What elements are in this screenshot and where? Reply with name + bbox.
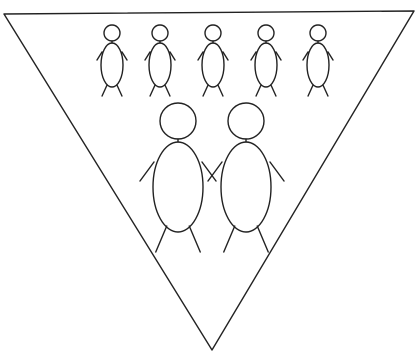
diagram-canvas [0, 0, 418, 355]
triangle-people-diagram [0, 0, 418, 355]
